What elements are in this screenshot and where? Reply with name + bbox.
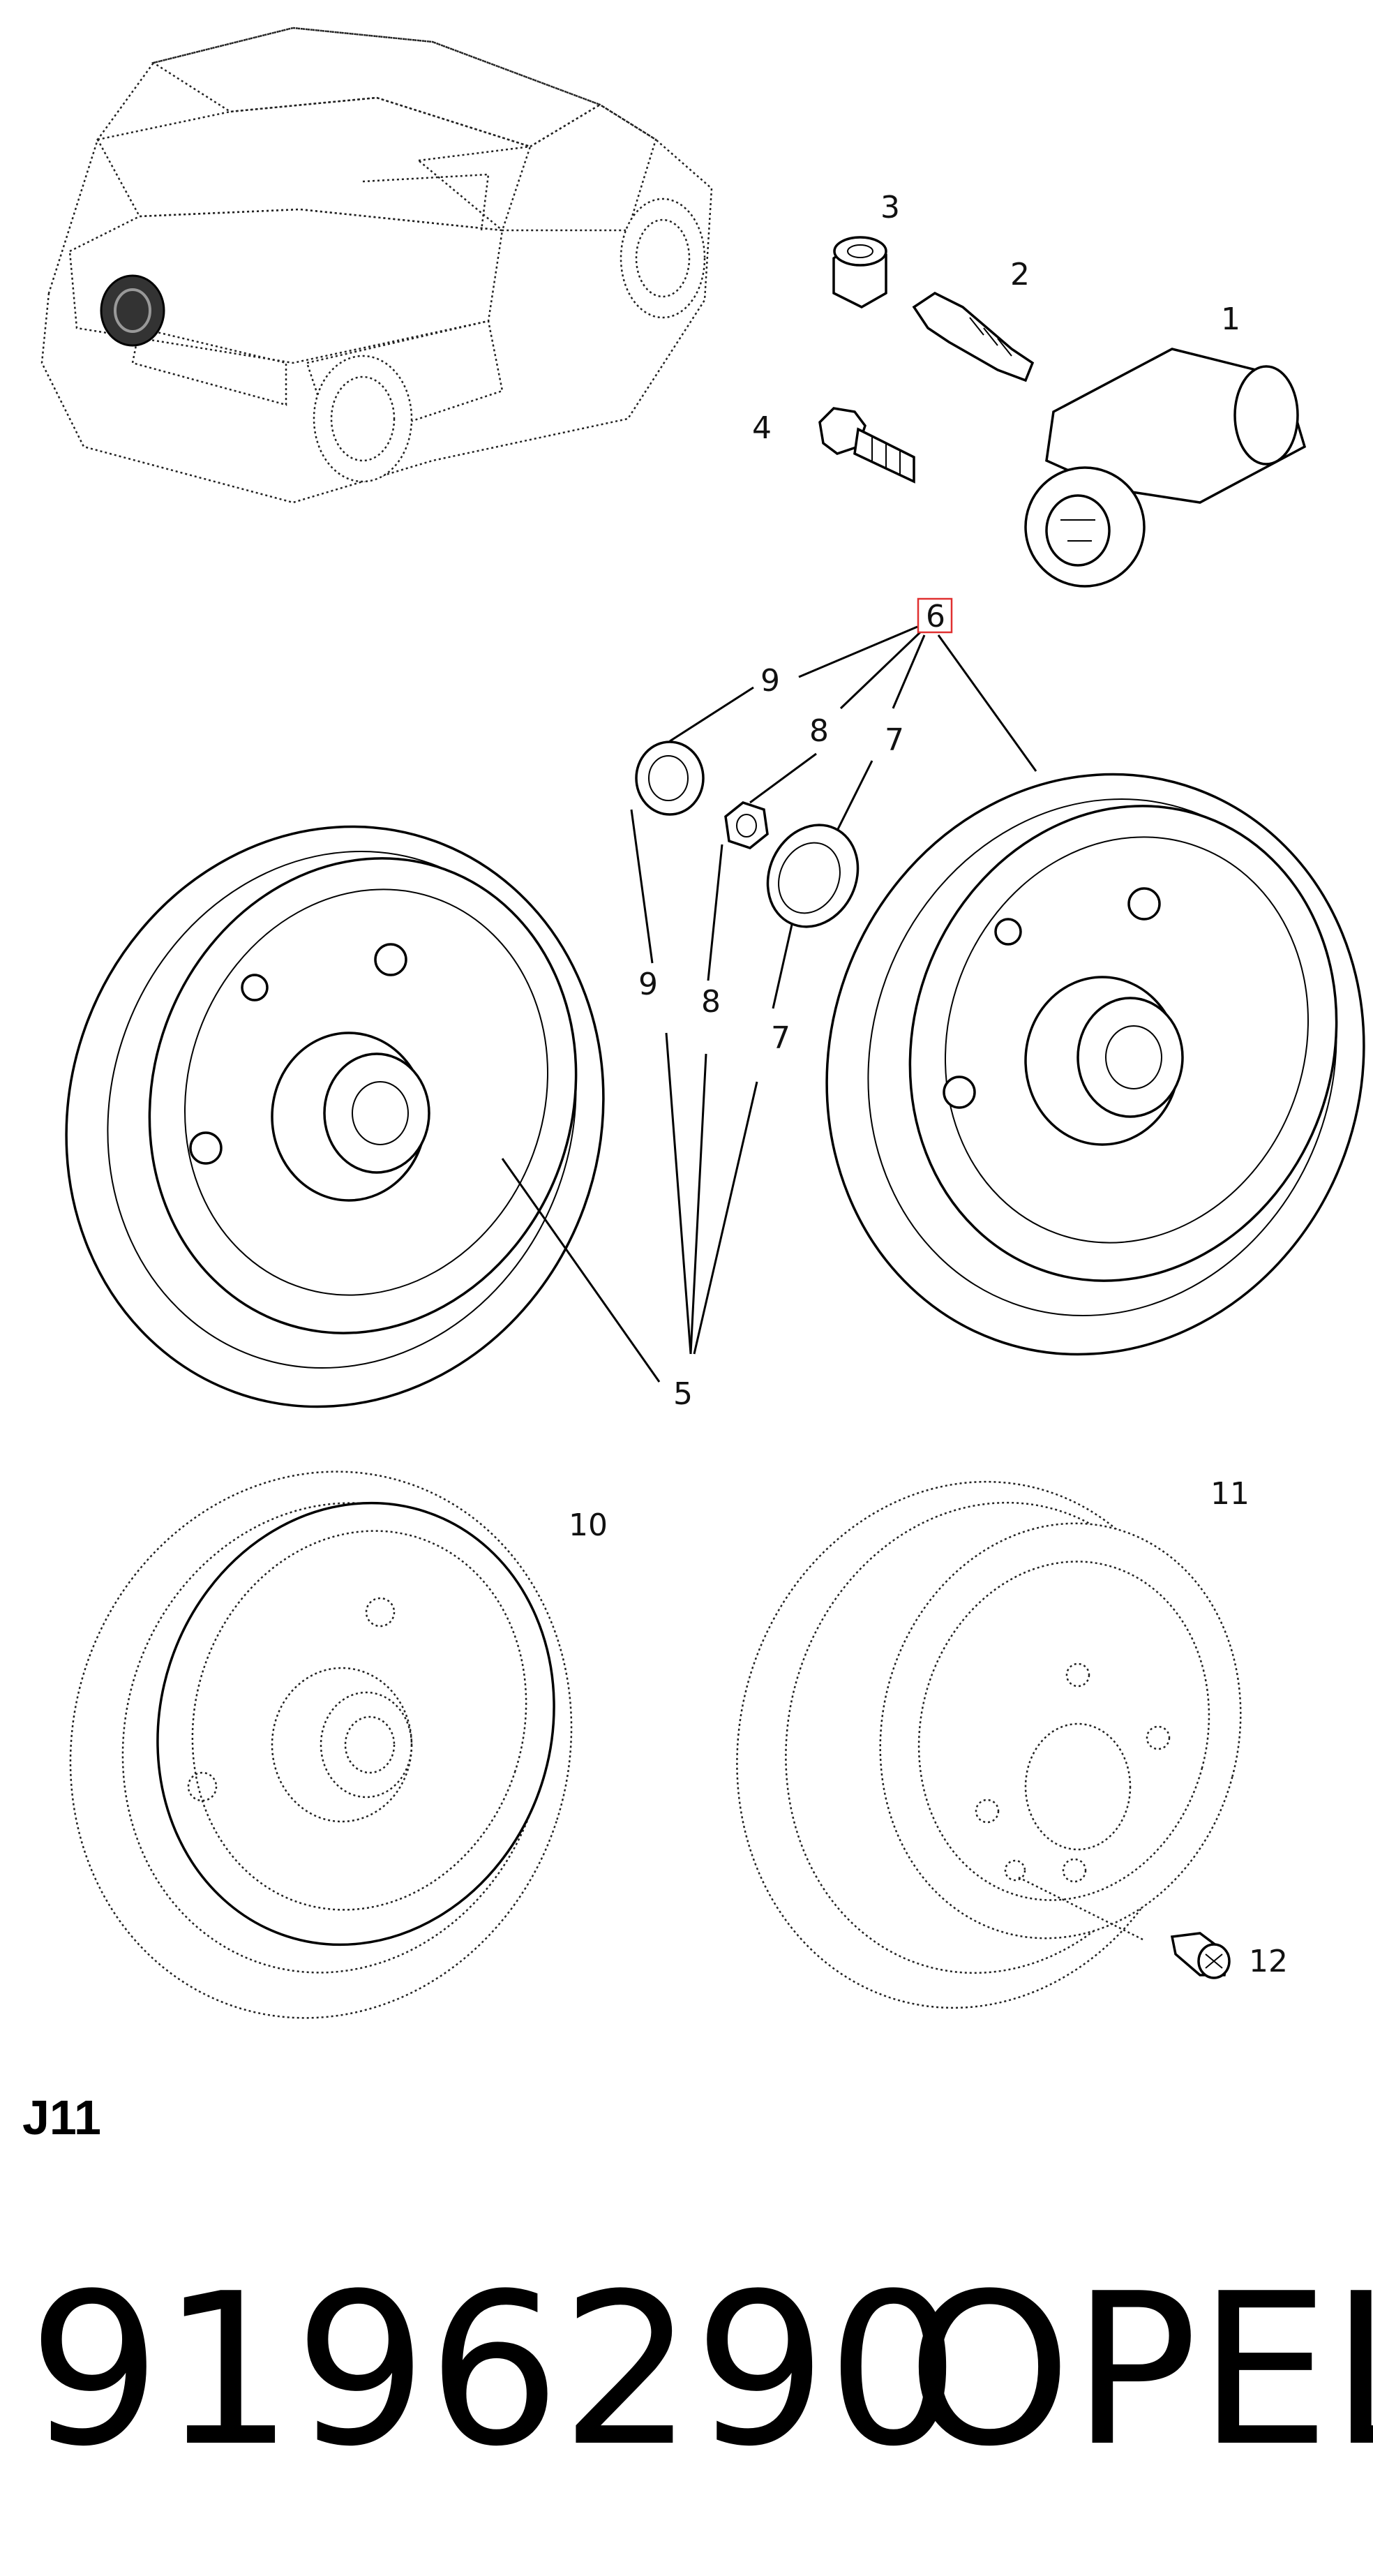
- callout-11: 11: [1210, 1476, 1250, 1512]
- section-code: J11: [22, 2090, 101, 2145]
- bushing-icon: [832, 236, 887, 308]
- bolt-icon: [818, 407, 915, 484]
- callout-9-lower: 9: [638, 967, 658, 1002]
- leader-lines: [501, 625, 1037, 1383]
- callout-8-lower: 8: [701, 984, 721, 1020]
- callout-7-lower: 7: [771, 1020, 790, 1056]
- brand-name: OPEL: [907, 2249, 1373, 2492]
- callout-6: 6: [926, 599, 945, 634]
- brake-drum-11-icon: [736, 1480, 1242, 2009]
- nut-8-icon: [724, 801, 769, 849]
- callout-8-upper: 8: [809, 713, 829, 749]
- callout-5: 5: [673, 1376, 693, 1412]
- bleed-screw-icon: [912, 291, 1035, 382]
- screw-12-icon: [1170, 1932, 1231, 1979]
- brake-drum-10-icon: [69, 1471, 573, 2019]
- callout-3: 3: [880, 190, 900, 225]
- callout-6-highlight-box: [917, 597, 953, 634]
- part-number: 9196290: [28, 2249, 960, 2492]
- callout-10: 10: [569, 1507, 608, 1543]
- callout-1: 1: [1221, 301, 1240, 337]
- brake-drum-right-icon: [825, 773, 1365, 1356]
- callout-12: 12: [1249, 1944, 1288, 1979]
- callout-9-upper: 9: [760, 663, 780, 699]
- brake-drum-left-icon: [65, 825, 605, 1408]
- wheel-cylinder-icon: [1024, 348, 1307, 588]
- callout-7-upper: 7: [885, 722, 904, 758]
- seal-9-icon: [635, 740, 705, 816]
- ring-7-icon: [766, 824, 860, 928]
- callout-4: 4: [752, 410, 772, 446]
- callout-2: 2: [1010, 257, 1030, 292]
- car-outline-icon: [40, 27, 713, 504]
